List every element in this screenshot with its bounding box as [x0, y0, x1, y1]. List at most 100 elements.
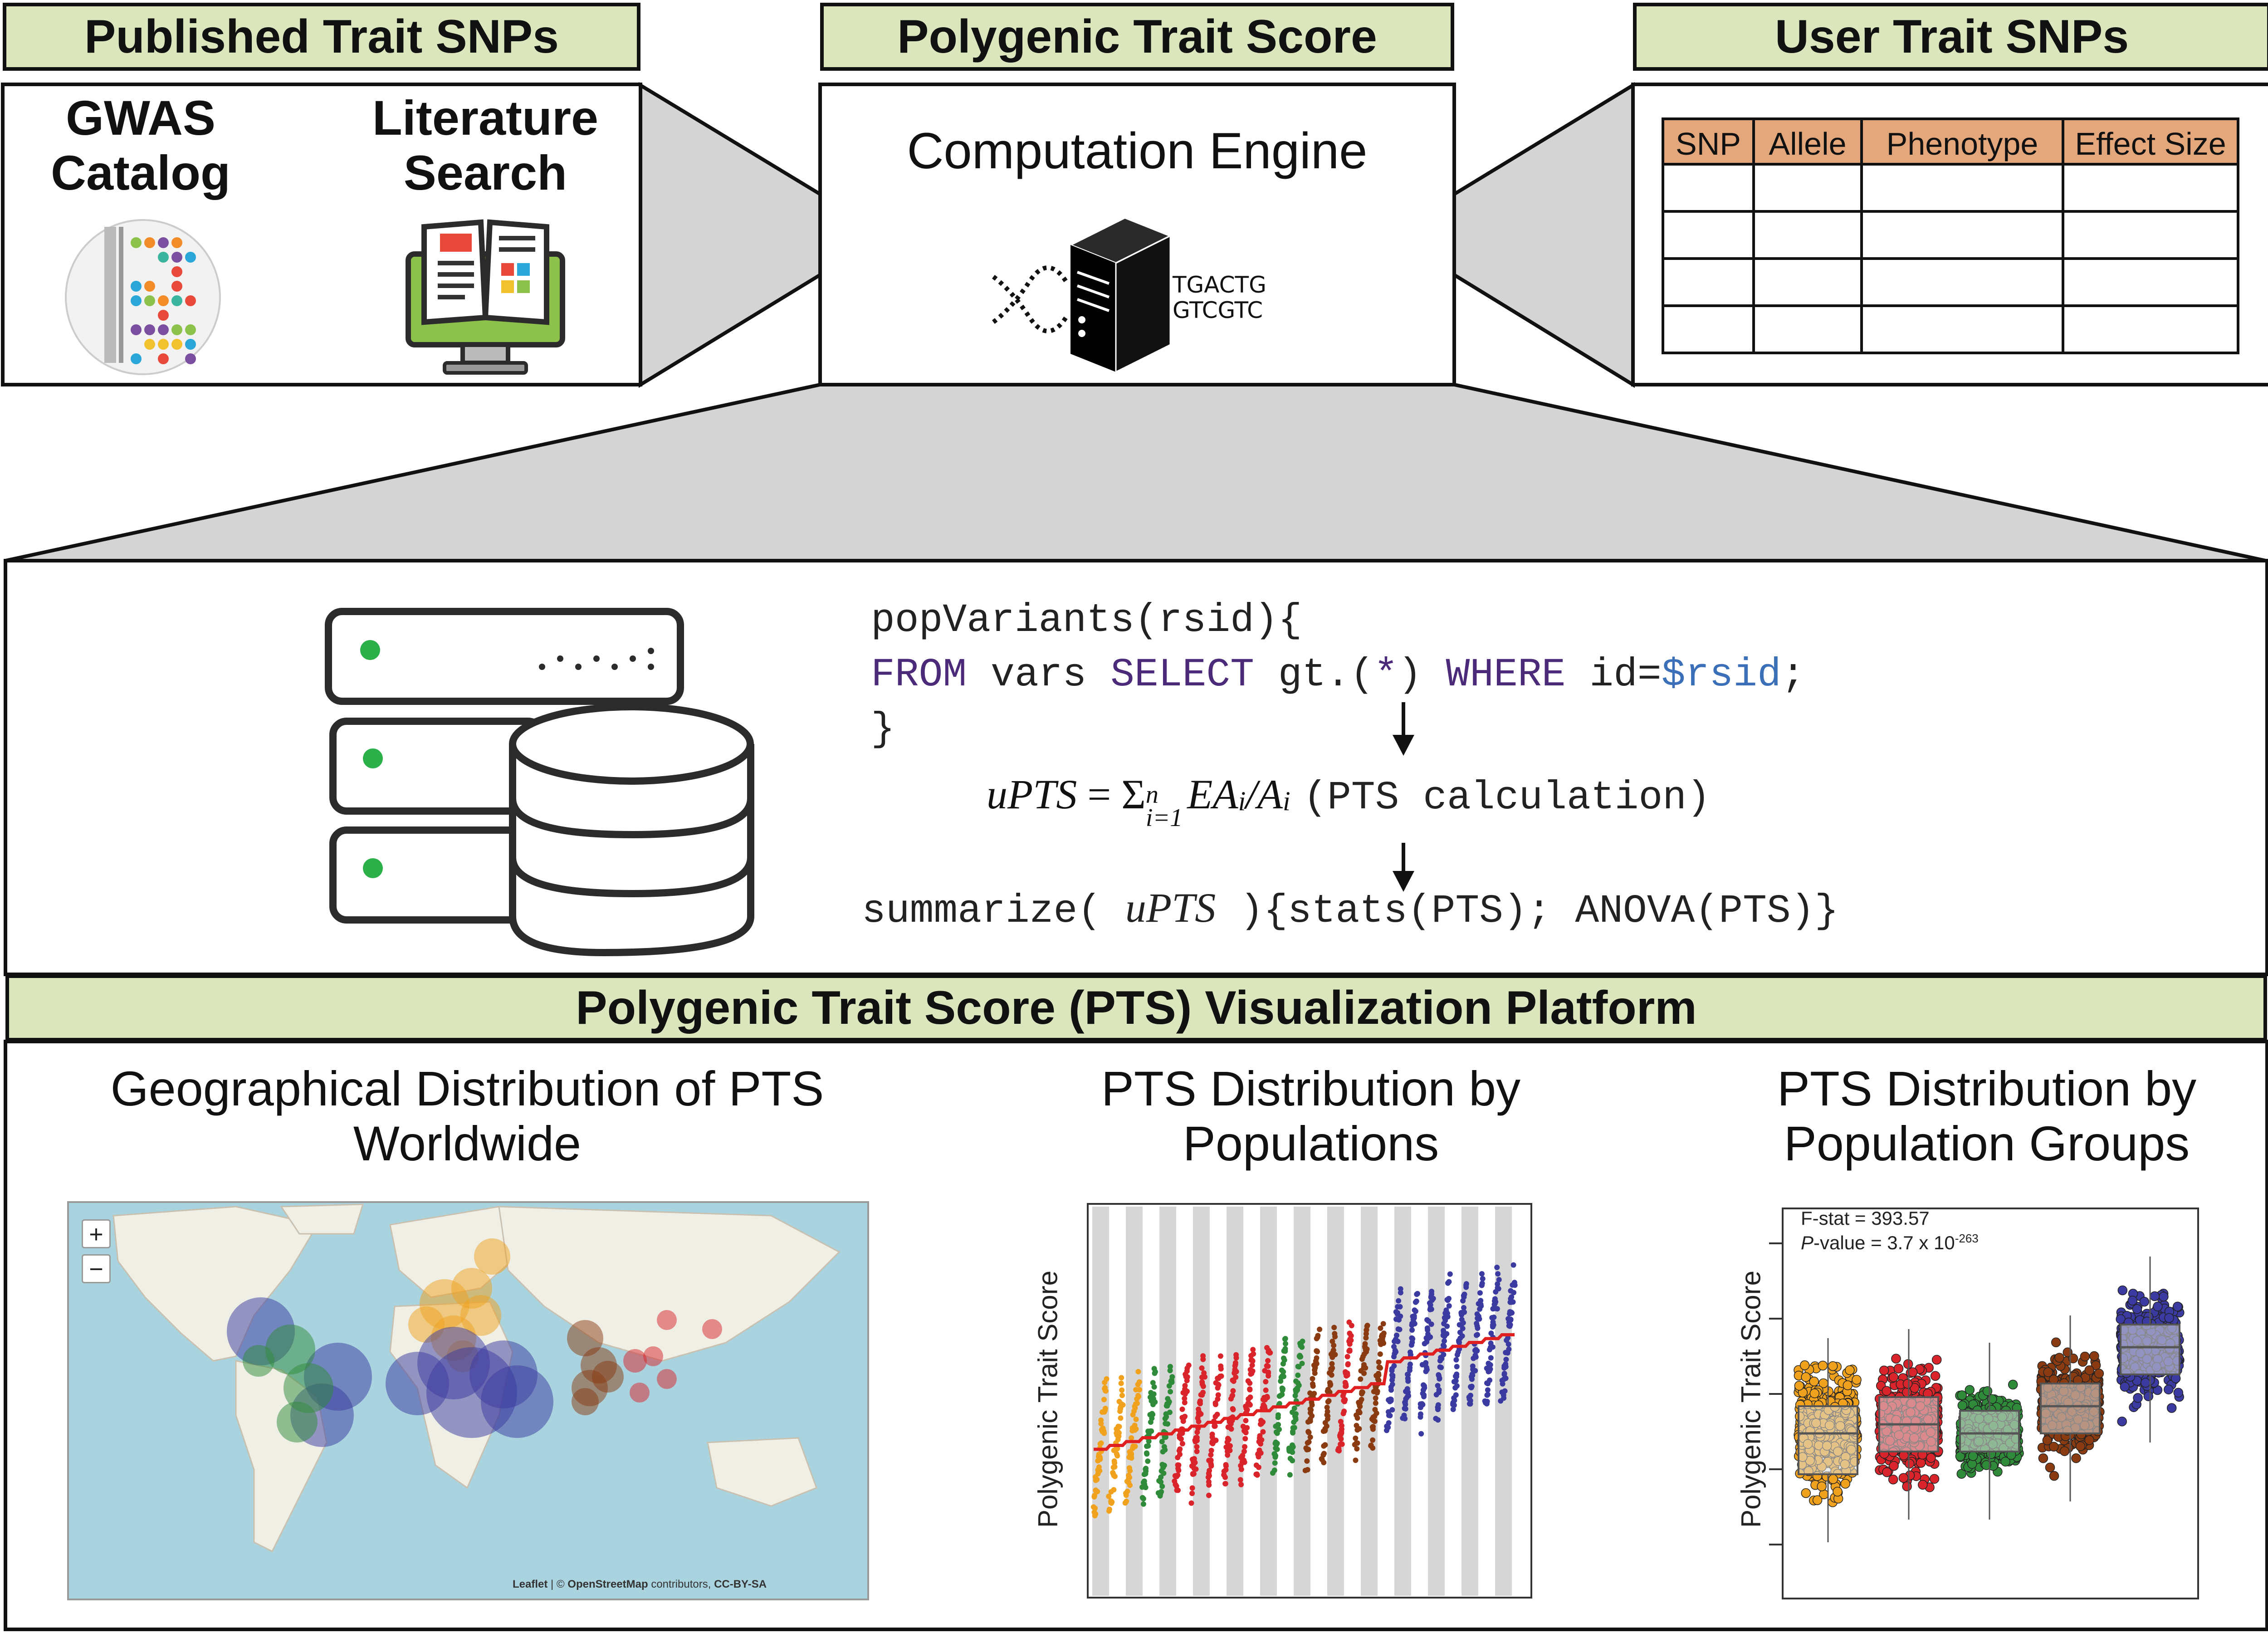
group-point: [1852, 1375, 1862, 1385]
group-point: [2141, 1378, 2151, 1388]
population-point: [1394, 1332, 1399, 1338]
zoom-in-button[interactable]: +: [82, 1219, 111, 1248]
population-point: [1161, 1470, 1167, 1476]
population-point: [1193, 1466, 1199, 1472]
gwas-dot: [171, 252, 182, 263]
population-point: [1202, 1374, 1207, 1380]
zoom-out-button[interactable]: −: [82, 1254, 111, 1283]
population-point: [1127, 1482, 1133, 1488]
population-point: [1435, 1402, 1441, 1408]
group-point: [1809, 1388, 1820, 1398]
group-point: [1968, 1451, 1978, 1461]
population-point: [1398, 1313, 1403, 1319]
population-point: [1167, 1364, 1173, 1369]
population-point: [1317, 1326, 1323, 1332]
population-point: [1271, 1451, 1277, 1457]
population-point: [1120, 1402, 1126, 1408]
population-point: [1348, 1333, 1354, 1339]
group-point: [2159, 1291, 2169, 1302]
population-point: [1363, 1335, 1369, 1341]
population-point: [1491, 1322, 1496, 1328]
population-point: [1510, 1262, 1516, 1268]
population-point: [1165, 1421, 1170, 1427]
col-effect-size: Effect Size: [2075, 126, 2226, 161]
population-point: [1095, 1489, 1100, 1495]
population-point: [1280, 1361, 1286, 1367]
population-point: [1342, 1397, 1348, 1403]
gwas-dot: [158, 353, 169, 364]
gwas-dot: [185, 295, 196, 306]
population-point: [1275, 1422, 1281, 1428]
population-point: [1139, 1495, 1145, 1501]
world-map: [67, 1201, 869, 1600]
population-point: [1157, 1493, 1163, 1499]
population-point: [1343, 1381, 1349, 1387]
platform-header: Polygenic Trait Score (PTS) Visualizatio…: [5, 974, 2267, 1041]
population-point: [1159, 1439, 1165, 1445]
population-point: [1222, 1481, 1228, 1486]
population-point: [1161, 1462, 1167, 1468]
population-point: [1511, 1290, 1516, 1296]
population-point: [1338, 1431, 1344, 1437]
gwas-dot: [158, 324, 169, 335]
population-point: [1512, 1282, 1518, 1288]
population-point: [1114, 1446, 1120, 1452]
population-point: [1112, 1464, 1118, 1470]
population-point: [1396, 1298, 1402, 1304]
map-bubble: [702, 1319, 722, 1339]
population-point: [1429, 1297, 1435, 1303]
population-point: [1208, 1447, 1214, 1453]
code-line-1: popVariants(rsid){: [871, 598, 1302, 643]
gwas-dot: [144, 237, 155, 248]
population-point: [1230, 1388, 1236, 1394]
population-point: [1380, 1321, 1386, 1327]
population-point: [1330, 1365, 1335, 1371]
population-point: [1141, 1478, 1147, 1484]
map-bubble: [243, 1345, 274, 1377]
population-point: [1392, 1348, 1398, 1354]
population-point: [1453, 1357, 1459, 1363]
population-point: [1169, 1374, 1175, 1380]
population-point: [1324, 1404, 1330, 1410]
population-point: [1189, 1485, 1195, 1491]
population-point: [1446, 1303, 1452, 1309]
group-point: [1882, 1467, 1892, 1477]
population-point: [1291, 1405, 1297, 1411]
population-point: [1445, 1314, 1451, 1320]
population-point: [1387, 1413, 1393, 1418]
population-point: [1475, 1332, 1480, 1338]
population-point: [1364, 1346, 1370, 1352]
population-point: [1409, 1335, 1415, 1341]
population-point: [1375, 1376, 1381, 1382]
group-point: [2143, 1391, 2154, 1401]
population-point: [1266, 1370, 1271, 1376]
population-point: [1094, 1477, 1100, 1482]
population-point: [1381, 1330, 1387, 1336]
dna-sequence-text: TGACTG GTCGTC: [1173, 272, 1266, 323]
population-point: [1264, 1394, 1270, 1400]
group-point: [1888, 1474, 1898, 1485]
population-point: [1218, 1366, 1224, 1372]
population-point: [1163, 1434, 1168, 1440]
population-point: [1418, 1431, 1424, 1437]
population-point: [1443, 1307, 1449, 1313]
population-point: [1101, 1430, 1107, 1436]
group-point: [1828, 1474, 1838, 1484]
population-point: [1233, 1374, 1239, 1380]
population-point: [1133, 1401, 1139, 1407]
population-point: [1336, 1448, 1342, 1454]
population-point: [1373, 1395, 1378, 1401]
population-point: [1508, 1317, 1514, 1323]
group-point: [1879, 1365, 1889, 1375]
group-point: [1801, 1488, 1811, 1498]
population-point: [1459, 1333, 1465, 1339]
population-point: [1281, 1374, 1286, 1379]
population-point: [1398, 1286, 1403, 1292]
population-point: [1118, 1415, 1124, 1421]
gwas-dot: [171, 281, 182, 292]
population-point: [1364, 1323, 1370, 1329]
group-point: [1929, 1474, 1940, 1484]
group-point: [1957, 1390, 1967, 1400]
population-point: [1267, 1350, 1273, 1356]
population-point: [1503, 1361, 1509, 1367]
